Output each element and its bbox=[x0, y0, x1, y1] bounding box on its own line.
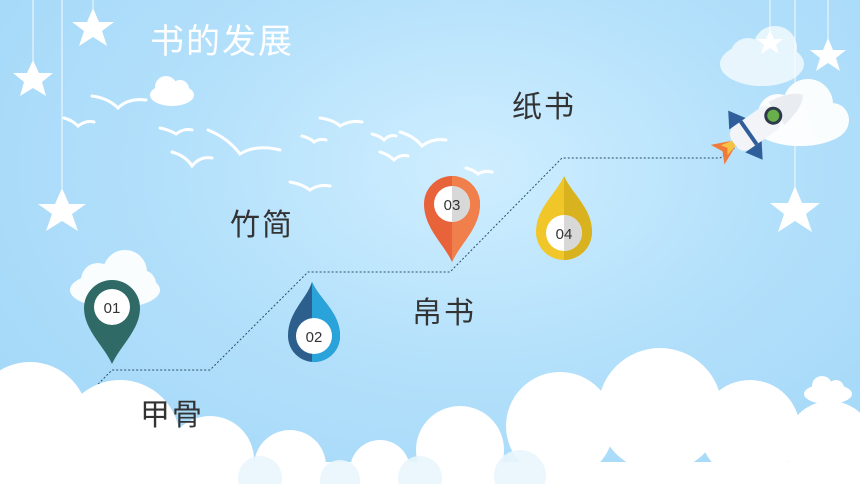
rocket-icon bbox=[710, 93, 803, 165]
marker-03: 03 bbox=[424, 176, 480, 262]
slide-title: 书的发展 bbox=[150, 22, 294, 62]
marker-02: 02 bbox=[288, 282, 341, 363]
timeline-path bbox=[0, 129, 761, 484]
marker-01: 01 bbox=[84, 280, 140, 364]
bird-icon bbox=[62, 94, 494, 192]
stage-label-02: 竹简 bbox=[230, 208, 294, 243]
marker-01-number: 01 bbox=[104, 300, 121, 317]
stage-label-04: 纸书 bbox=[512, 90, 576, 125]
stage-label-01: 甲骨 bbox=[140, 398, 204, 433]
marker-03-number: 03 bbox=[444, 197, 461, 214]
stage-label-03: 帛书 bbox=[412, 296, 476, 331]
cloud-icon bbox=[70, 26, 852, 404]
marker-04-number: 04 bbox=[556, 226, 573, 243]
bottom-clouds bbox=[0, 348, 860, 484]
marker-04: 04 bbox=[536, 176, 592, 260]
marker-02-number: 02 bbox=[306, 329, 323, 346]
